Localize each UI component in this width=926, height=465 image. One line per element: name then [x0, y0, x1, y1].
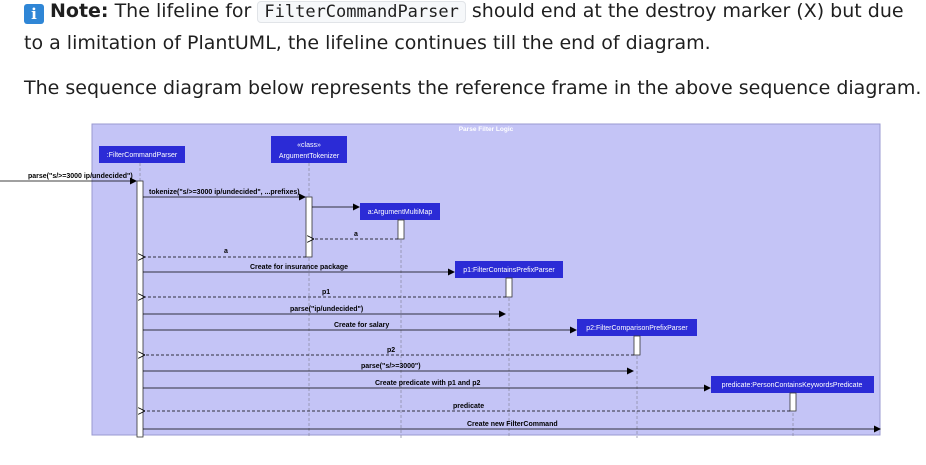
- activation-predicate: [789, 392, 797, 412]
- message-label-m12: predicate: [453, 403, 484, 410]
- participant-p2-label: p2:FilterComparisonPrefixParser: [586, 325, 688, 332]
- activation-p2: [633, 335, 641, 356]
- activation-p1: [505, 277, 513, 298]
- message-label-m2: tokenize("s/>=3000 ip/undecided", ...pre…: [149, 189, 300, 196]
- activation-parser: [136, 180, 144, 438]
- participant-multimap: [360, 203, 440, 220]
- frame-title: Parse Filter Logic: [459, 126, 514, 133]
- participant-p2: [577, 319, 697, 336]
- message-label-m10: parse("s/>=3000"): [361, 363, 421, 370]
- note-label: Note:: [50, 0, 109, 22]
- inline-code: FilterCommandParser: [257, 1, 466, 23]
- description-paragraph: The sequence diagram below represents th…: [24, 77, 922, 99]
- activation-multimap: [397, 219, 405, 240]
- message-label-m8: Create for salary: [334, 322, 389, 329]
- participant-tokenizer-label: ArgumentTokenizer: [279, 153, 340, 160]
- activation-tokenizer: [305, 196, 313, 258]
- participant-predicate-label: predicate:PersonContainsKeywordsPredicat…: [722, 382, 863, 389]
- info-icon: i: [24, 4, 44, 24]
- participant-predicate: [711, 376, 874, 393]
- message-label-m3: a: [354, 231, 358, 238]
- participant-multimap-label: a:ArgumentMultiMap: [368, 209, 433, 216]
- message-label-m1: parse("s/>=3000 ip/undecided"): [28, 173, 133, 180]
- message-label-m9: p2: [387, 347, 395, 354]
- message-label-m11: Create predicate with p1 and p2: [375, 380, 481, 387]
- participant-parser: [99, 146, 185, 163]
- participant-p1: [455, 261, 563, 278]
- message-label-m13: Create new FilterCommand: [467, 421, 558, 428]
- note-text-before: The lifeline for: [108, 0, 258, 22]
- message-label-m5: Create for insurance package: [250, 264, 348, 271]
- participant-p1-label: p1:FilterContainsPrefixParser: [463, 267, 555, 274]
- participant-tokenizer: [271, 136, 347, 163]
- message-label-m4: a: [224, 248, 228, 255]
- message-label-m6: p1: [322, 289, 330, 296]
- participant-parser-label: :FilterCommandParser: [107, 152, 178, 159]
- note-text-after: should end at the destroy marker (X) but…: [24, 0, 904, 54]
- message-label-m7: parse("ip/undecided"): [290, 306, 363, 313]
- participant-tokenizer-stereotype: «class»: [297, 142, 321, 149]
- note-callout: i Note: The lifeline for FilterCommandPar…: [24, 0, 914, 59]
